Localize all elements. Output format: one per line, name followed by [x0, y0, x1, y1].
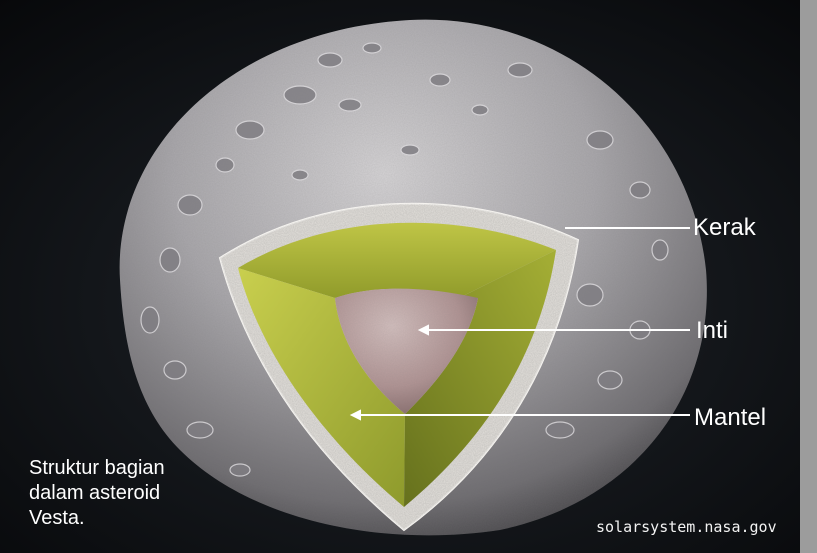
caption-line: Struktur bagian: [29, 456, 229, 481]
label-mantle: Mantel: [694, 404, 766, 432]
label-core: Inti: [696, 317, 728, 345]
photo-edge: [800, 0, 817, 553]
caption: Struktur bagian dalam asteroid Vesta.: [29, 456, 229, 531]
label-crust: Kerak: [693, 214, 756, 242]
caption-line: Vesta.: [29, 506, 229, 531]
image-credit: solarsystem.nasa.gov: [596, 518, 777, 536]
caption-line: dalam asteroid: [29, 481, 229, 506]
